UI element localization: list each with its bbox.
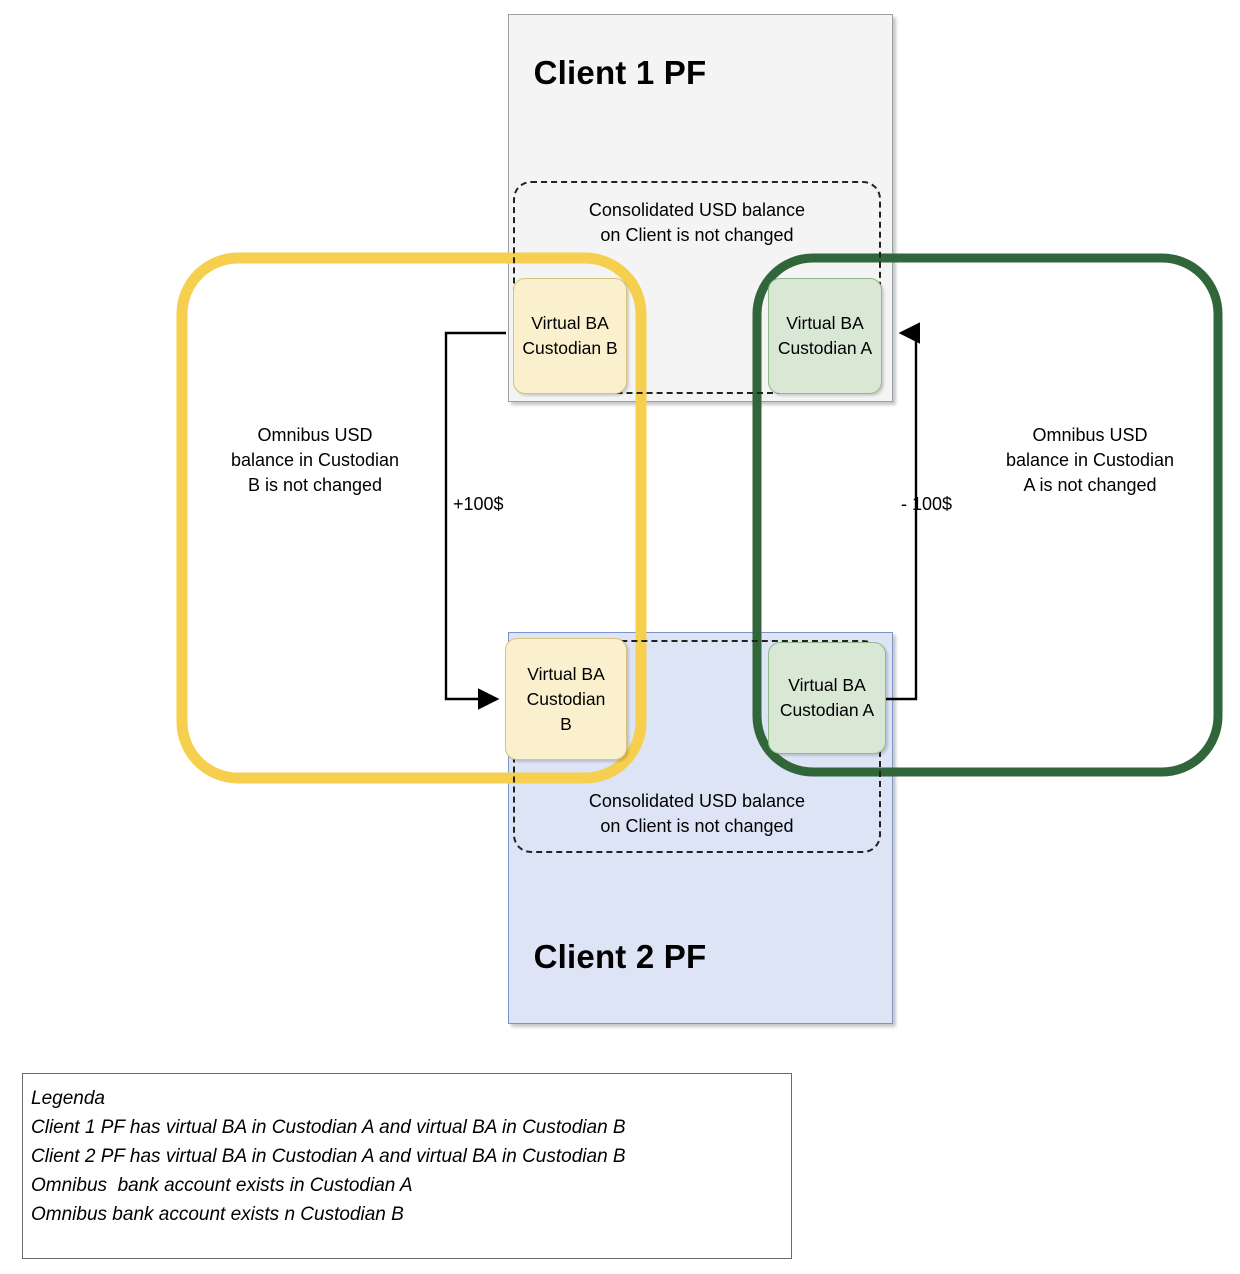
client1-vba-b-label: Virtual BA Custodian B — [522, 311, 617, 361]
client2-consolidated-note-line1: Consolidated USD balance — [588, 791, 806, 811]
client2-vba-b-line3: B — [560, 713, 572, 734]
omnibus-a-line1: Omnibus USD — [1032, 425, 1148, 445]
client2-pf-title: Client 2 PF — [533, 938, 707, 975]
client2-vba-b-line1: Virtual BA — [527, 663, 605, 684]
client2-consolidated-note: Consolidated USD balance on Client is no… — [532, 789, 862, 839]
client2-vba-b-line2: Custodian — [526, 688, 606, 709]
client2-consolidated-note-line2: on Client is not changed — [600, 816, 794, 836]
client2-vba-a-line1: Virtual BA — [788, 675, 866, 695]
client2-vba-b-label: Virtual BA Custodian B — [527, 662, 606, 737]
client1-vba-a-line2: Custodian A — [777, 338, 873, 358]
legend-line-4: Omnibus bank account exists n Custodian … — [31, 1204, 404, 1225]
client1-vba-a-line1: Virtual BA — [786, 313, 864, 333]
client2-vba-a-line2: Custodian A — [779, 700, 875, 720]
legend-line-2: Client 2 PF has virtual BA in Custodian … — [31, 1146, 626, 1167]
omnibus-b-line3: B is not changed — [247, 475, 383, 495]
client1-virtual-ba-custodian-b[interactable]: Virtual BA Custodian B — [513, 278, 627, 394]
client2-virtual-ba-custodian-a[interactable]: Virtual BA Custodian A — [768, 642, 886, 754]
client1-vba-b-line2: Custodian B — [522, 338, 618, 358]
client1-virtual-ba-custodian-a[interactable]: Virtual BA Custodian A — [768, 278, 882, 394]
client1-consolidated-note-line2: on Client is not changed — [600, 225, 794, 245]
omnibus-b-line2: balance in Custodian — [230, 450, 400, 470]
legend-box: Legenda Client 1 PF has virtual BA in Cu… — [22, 1073, 792, 1259]
legend-line-1: Client 1 PF has virtual BA in Custodian … — [31, 1117, 626, 1138]
client1-consolidated-note-line1: Consolidated USD balance — [588, 200, 806, 220]
client1-vba-b-line1: Virtual BA — [531, 313, 609, 333]
credit-amount-label: +100$ — [453, 494, 504, 514]
client1-vba-a-label: Virtual BA Custodian A — [778, 311, 872, 361]
omnibus-a-line2: balance in Custodian — [1005, 450, 1175, 470]
legend-title: Legenda — [31, 1088, 105, 1109]
omnibus-custodian-b-note: Omnibus USD balance in Custodian B is no… — [190, 423, 440, 498]
debit-amount-label: - 100$ — [901, 494, 953, 514]
legend-line-3: Omnibus bank account exists in Custodian… — [31, 1175, 413, 1196]
client1-pf-title: Client 1 PF — [533, 54, 707, 91]
client1-consolidated-note: Consolidated USD balance on Client is no… — [532, 198, 862, 248]
client2-vba-a-label: Virtual BA Custodian A — [780, 673, 874, 723]
credit-flow-arrow — [444, 331, 506, 710]
client2-virtual-ba-custodian-b[interactable]: Virtual BA Custodian B — [505, 638, 627, 760]
omnibus-b-line1: Omnibus USD — [257, 425, 373, 445]
omnibus-a-line3: A is not changed — [1023, 475, 1157, 495]
omnibus-custodian-a-note: Omnibus USD balance in Custodian A is no… — [965, 423, 1215, 498]
